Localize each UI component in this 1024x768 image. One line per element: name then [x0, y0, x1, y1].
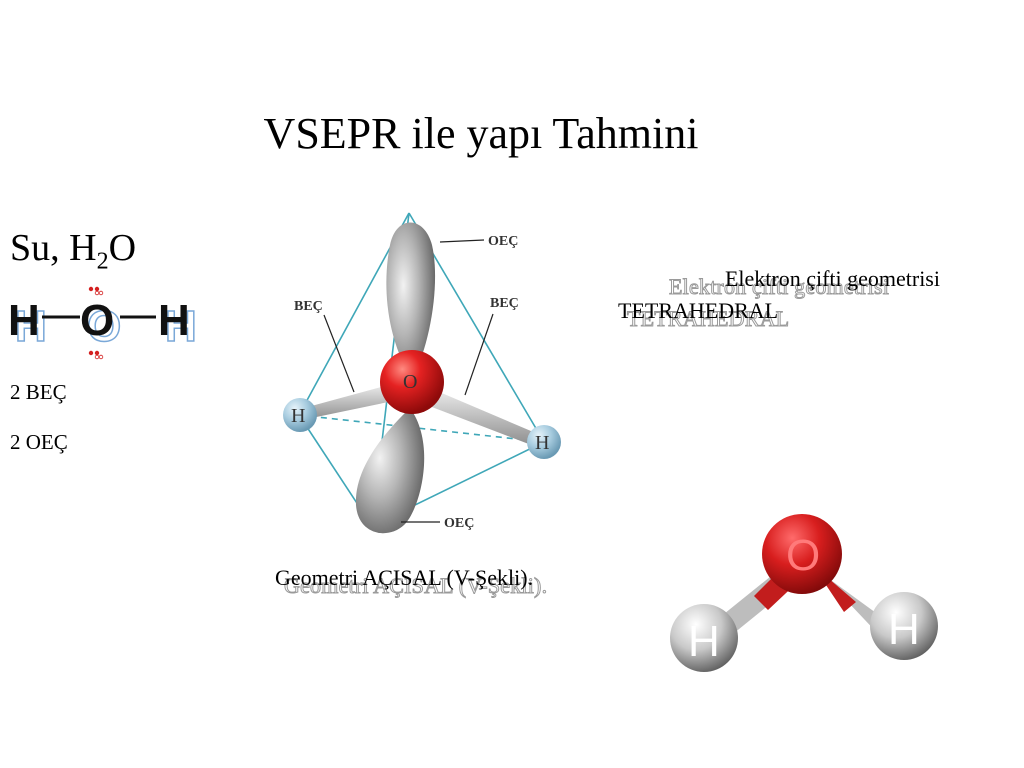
lewis-structure: H O H H O H: [8, 286, 198, 360]
model-oxygen-atom: [762, 514, 842, 594]
electron-geometry-label: Elektron çifti geometrisi Elektron çifti…: [668, 266, 940, 300]
bond-left: [302, 384, 398, 420]
lewis-lone-pair-top: [88, 286, 104, 296]
lone-pair-lobe-top: [386, 222, 436, 380]
molecular-geometry-label: Geometri AÇISAL (V-Şekli). Geometri AÇIS…: [275, 565, 548, 599]
slide-title: VSEPR ile yapı Tahmini: [263, 109, 699, 158]
bond-right: [424, 388, 538, 446]
lewis-lone-pair-bottom: [88, 350, 104, 360]
tetra-h-left-label: H: [291, 405, 305, 427]
lewis-o-shadow: O: [87, 302, 121, 351]
lewis-h-right-shadow: H: [165, 302, 197, 351]
model-o-label: O: [786, 531, 820, 580]
molecule-formula: Su, H2O: [10, 227, 137, 275]
lewis-h-right: H: [158, 296, 190, 345]
oxygen-atom: [380, 350, 444, 414]
label-bond-right: BEÇ: [490, 296, 519, 311]
lone-pair-lobe-bottom: [355, 408, 425, 534]
lewis-o: O: [80, 296, 114, 345]
lewis-h-left: H: [8, 296, 40, 345]
label-lone-pair-bottom: OEÇ: [444, 516, 474, 531]
lewis-h-left-shadow: H: [15, 302, 47, 351]
electron-geometry-value: TETRAHEDRAL TETRAHEDRAL: [618, 298, 790, 332]
ball-and-stick-model: O H H: [670, 514, 938, 672]
tetra-h-right-label: H: [535, 432, 549, 454]
model-hydrogen-left: [670, 604, 738, 672]
hydrogen-atom-left: [283, 398, 317, 432]
model-h-left-label: H: [688, 617, 720, 666]
tetra-o-label: O: [403, 371, 417, 393]
hydrogen-atom-right: [527, 425, 561, 459]
label-lone-pair-top: OEÇ: [488, 234, 518, 249]
tetrahedral-diagram: O H H OEÇ OEÇ BEÇ BEÇ: [283, 212, 561, 534]
bonding-pairs-count: 2 BEÇ: [10, 380, 67, 404]
model-h-right-label: H: [888, 605, 920, 654]
label-bond-left: BEÇ: [294, 299, 323, 314]
lone-pairs-count: 2 OEÇ: [10, 430, 68, 454]
model-hydrogen-right: [870, 592, 938, 660]
